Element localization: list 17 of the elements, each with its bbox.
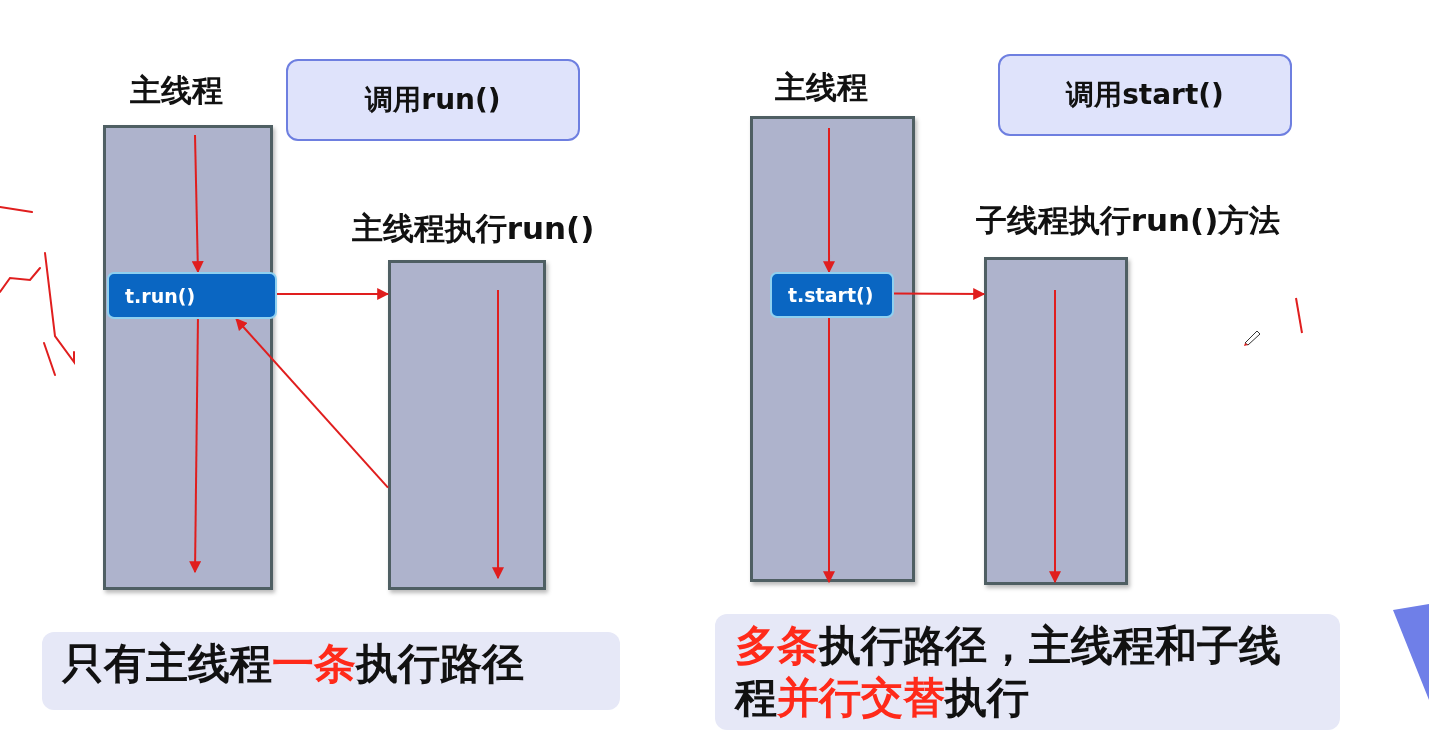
- arrow: [189, 318, 202, 574]
- method-call-box: t.start(): [770, 272, 894, 318]
- arrow: [823, 127, 835, 274]
- summary-box: 只有主线程一条执行路径: [42, 632, 620, 710]
- column-heading: 子线程执行run()方法: [975, 201, 1281, 240]
- column-heading: 主线程执行run(): [351, 209, 595, 248]
- summary-box: 多条执行路径，主线程和子线程并行交替执行: [715, 614, 1340, 730]
- column-heading: 主线程: [129, 71, 223, 110]
- method-label: 调用start(): [998, 54, 1292, 136]
- arrow: [893, 288, 986, 300]
- arrow: [235, 318, 389, 489]
- method-call-box: t.run(): [107, 272, 277, 319]
- method-label: 调用run(): [286, 59, 580, 141]
- column-heading: 主线程: [775, 68, 868, 107]
- arrow: [276, 288, 390, 300]
- arrow: [191, 134, 204, 274]
- arrow: [823, 317, 835, 584]
